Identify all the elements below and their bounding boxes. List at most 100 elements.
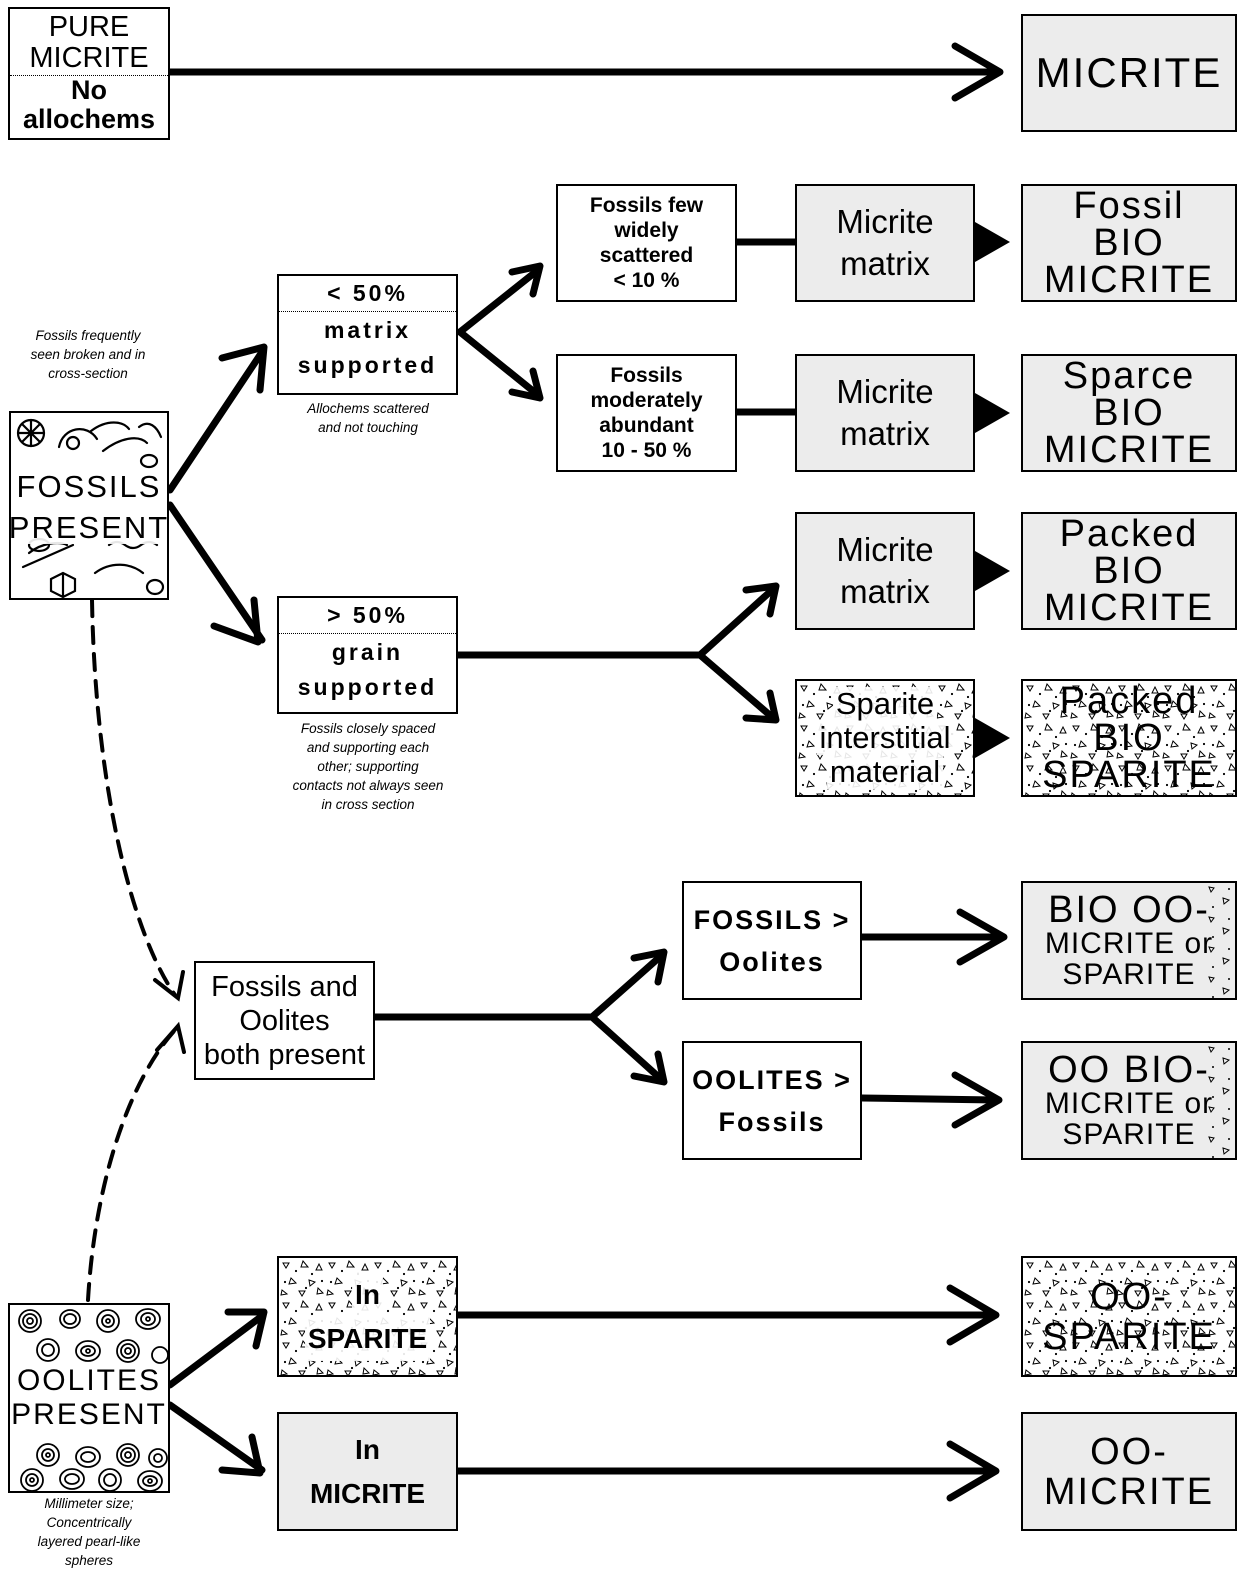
result-fossil-biomicrite-box: Fossil BIO MICRITE bbox=[1021, 184, 1237, 302]
fossils-oolites-label: Fossils and bbox=[211, 970, 358, 1003]
grain-supported-box: > 50% grain supported bbox=[277, 596, 458, 714]
fossils-present-label: PRESENT bbox=[11, 511, 167, 545]
fossils-moderate-label: 10 - 50 % bbox=[601, 439, 692, 462]
connector-line bbox=[696, 651, 776, 721]
result-oo-bio-box: OO BIO- MICRITE or SPARITE bbox=[1021, 1041, 1237, 1160]
percentage-label: < 50% bbox=[327, 280, 408, 306]
in-micrite-box: In MICRITE bbox=[277, 1412, 458, 1531]
fossils-oolites-both-box: Fossils and Oolites both present bbox=[194, 961, 375, 1080]
result-label: BIO bbox=[1093, 716, 1165, 759]
arrowhead bbox=[951, 1071, 1003, 1129]
arrowhead bbox=[946, 1284, 1000, 1346]
connector-line bbox=[166, 348, 266, 494]
micrite-matrix-label: Micrite bbox=[836, 203, 934, 240]
support-label: supported bbox=[297, 351, 438, 378]
fossils-note: Fossils frequently seen broken and in cr… bbox=[30, 328, 146, 381]
oolites-present-box: OOLITES PRESENT bbox=[8, 1303, 170, 1493]
in-sparite-label: SPARITE bbox=[304, 1316, 431, 1361]
result-oosparite-box: OO- SPARITE bbox=[1021, 1256, 1237, 1377]
result-label: BIO bbox=[1093, 221, 1165, 264]
matrix-supported-note: Allochems scattered and not touching bbox=[307, 401, 429, 435]
arrowhead bbox=[975, 551, 1010, 591]
arrowhead bbox=[508, 262, 544, 298]
arrowhead bbox=[224, 1308, 268, 1350]
matrix-supported-box: < 50% matrix supported bbox=[277, 274, 458, 395]
micrite-matrix-box: Micrite matrix bbox=[795, 354, 975, 472]
result-bio-oo-box: BIO OO- MICRITE or SPARITE bbox=[1021, 881, 1237, 1000]
arrowhead bbox=[210, 596, 262, 646]
no-allochems-label: No bbox=[71, 75, 107, 106]
micrite-matrix-label: Micrite bbox=[836, 373, 934, 410]
result-packed-biomicrite-box: Packed BIO MICRITE bbox=[1021, 512, 1237, 630]
arrowhead bbox=[153, 970, 185, 1002]
result-label: SPARITE bbox=[1062, 957, 1196, 991]
fossils-gt-oolites-box: FOSSILS > Oolites bbox=[682, 881, 862, 1000]
result-oomicrite-box: OO- MICRITE bbox=[1021, 1412, 1237, 1531]
arrowhead bbox=[630, 948, 668, 986]
fossil-sketch-icon bbox=[16, 418, 165, 598]
grain-supported-note: Fossils closely spaced and supporting ea… bbox=[292, 721, 444, 812]
support-label: grain bbox=[331, 639, 404, 666]
arrowhead bbox=[951, 42, 1004, 102]
arrowhead bbox=[975, 222, 1010, 262]
result-packed-biosparite-box: Packed BIO SPARITE bbox=[1021, 679, 1237, 797]
result-label: OO BIO- bbox=[1048, 1048, 1210, 1091]
in-micrite-label: In bbox=[355, 1433, 380, 1465]
micrite-matrix-box: Micrite matrix bbox=[795, 512, 975, 630]
pure-micrite-label: PURE bbox=[48, 11, 130, 43]
arrowhead bbox=[218, 1433, 264, 1477]
micrite-matrix-label: matrix bbox=[840, 415, 930, 452]
micrite-matrix-label: matrix bbox=[840, 245, 930, 282]
sparite-interstitial-box: Sparite interstitial material bbox=[795, 679, 975, 797]
connector-line bbox=[166, 1401, 266, 1474]
connector-line bbox=[858, 1094, 999, 1104]
connector-line bbox=[456, 266, 542, 336]
arrowhead bbox=[155, 1021, 186, 1054]
arrowhead bbox=[946, 1440, 1000, 1502]
arrowhead bbox=[630, 1050, 668, 1086]
result-label: SPARITE bbox=[1042, 1315, 1216, 1358]
fossils-moderate-label: abundant bbox=[599, 414, 694, 437]
result-label: BIO OO- bbox=[1048, 888, 1210, 931]
oolites-present-label: PRESENT bbox=[10, 1399, 168, 1431]
result-label: MICRITE or bbox=[1044, 1086, 1214, 1120]
arrowhead bbox=[508, 367, 544, 402]
result-label: MICRITE bbox=[1043, 586, 1215, 629]
fossils-present-box: FOSSILS PRESENT bbox=[9, 411, 169, 600]
comparison-label: Oolites bbox=[719, 946, 825, 977]
arrowhead bbox=[956, 908, 1008, 966]
arrowhead bbox=[742, 582, 780, 618]
no-allochems-label: allochems bbox=[22, 104, 156, 135]
result-label: OO- bbox=[1090, 1430, 1168, 1473]
result-micrite-label: MICRITE bbox=[1035, 48, 1223, 96]
result-label: MICRITE bbox=[1043, 428, 1215, 471]
arrowhead bbox=[742, 689, 780, 724]
result-label: Sparce bbox=[1062, 354, 1196, 397]
oolites-gt-fossils-box: OOLITES > Fossils bbox=[682, 1041, 862, 1160]
dashed-connector bbox=[86, 1028, 177, 1302]
connector-line bbox=[166, 1312, 266, 1389]
fossils-moderate-label: Fossils bbox=[610, 364, 683, 387]
sparite-interstitial-label: Sparite bbox=[832, 687, 938, 721]
oolites-note: Millimeter size; Concentrically layered … bbox=[37, 1496, 141, 1568]
fossils-few-label: < 10 % bbox=[613, 269, 680, 292]
in-sparite-box: In SPARITE bbox=[277, 1256, 458, 1377]
micrite-matrix-label: matrix bbox=[840, 573, 930, 610]
oolite-spheres-icon bbox=[18, 1308, 168, 1491]
sparite-interstitial-label: interstitial bbox=[816, 721, 954, 755]
fossils-oolites-label: both present bbox=[203, 1038, 366, 1071]
fossils-oolites-label: Oolites bbox=[239, 1004, 330, 1037]
comparison-label: FOSSILS > bbox=[693, 904, 851, 935]
support-label: matrix bbox=[323, 317, 412, 344]
pure-micrite-label: MICRITE bbox=[29, 41, 149, 74]
comparison-label: Fossils bbox=[718, 1106, 826, 1137]
arrowhead bbox=[975, 393, 1010, 433]
in-micrite-label: MICRITE bbox=[309, 1477, 426, 1509]
micrite-matrix-label: Micrite bbox=[836, 531, 934, 568]
sparite-interstitial-label: material bbox=[826, 755, 944, 789]
result-label: MICRITE bbox=[1043, 1470, 1215, 1513]
arrowhead bbox=[975, 718, 1010, 758]
connector-line bbox=[166, 501, 266, 644]
connector-line bbox=[456, 328, 542, 399]
